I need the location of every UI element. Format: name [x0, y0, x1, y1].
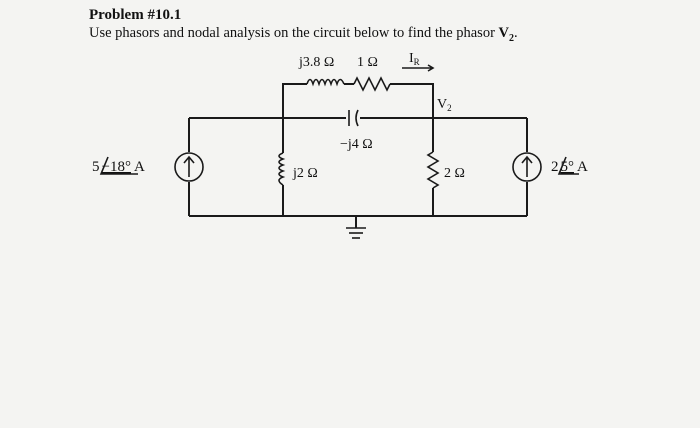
current-arrow-icon	[402, 64, 435, 72]
top-resistor	[353, 76, 391, 92]
left-inductor	[278, 152, 286, 186]
left-source-label: 5−18°A	[92, 159, 145, 175]
top-branch-wire-right	[390, 83, 434, 118]
top-resistor-label: 1 Ω	[357, 55, 378, 70]
left-source-arrow-icon	[183, 155, 195, 177]
top-branch-wire-left	[282, 83, 307, 118]
right-source-arrow-icon	[521, 155, 533, 177]
top-inductor	[306, 78, 345, 87]
top-inductor-label: j3.8 Ω	[298, 55, 334, 70]
problem-text-end: .	[514, 25, 518, 41]
right-resistor-label: 2 Ω	[444, 166, 465, 181]
problem-title: Problem #10.1	[89, 7, 182, 23]
problem-text: Use phasors and nodal analysis on the ci…	[89, 25, 499, 41]
problem-statement: Use phasors and nodal analysis on the ci…	[89, 25, 518, 44]
capacitor-label: −j4 Ω	[340, 137, 373, 152]
node-v2-label: V2	[437, 97, 452, 113]
target-variable: V2	[498, 25, 515, 44]
right-resistor	[426, 151, 440, 189]
left-current-source	[174, 152, 204, 182]
capacitor-plate-right	[355, 109, 359, 127]
left-source-angle-icon	[99, 156, 138, 175]
right-current-source	[512, 152, 542, 182]
current-label: IR	[409, 51, 420, 67]
left-inductor-label: j2 Ω	[292, 166, 318, 181]
right-source-angle-icon	[557, 156, 579, 175]
